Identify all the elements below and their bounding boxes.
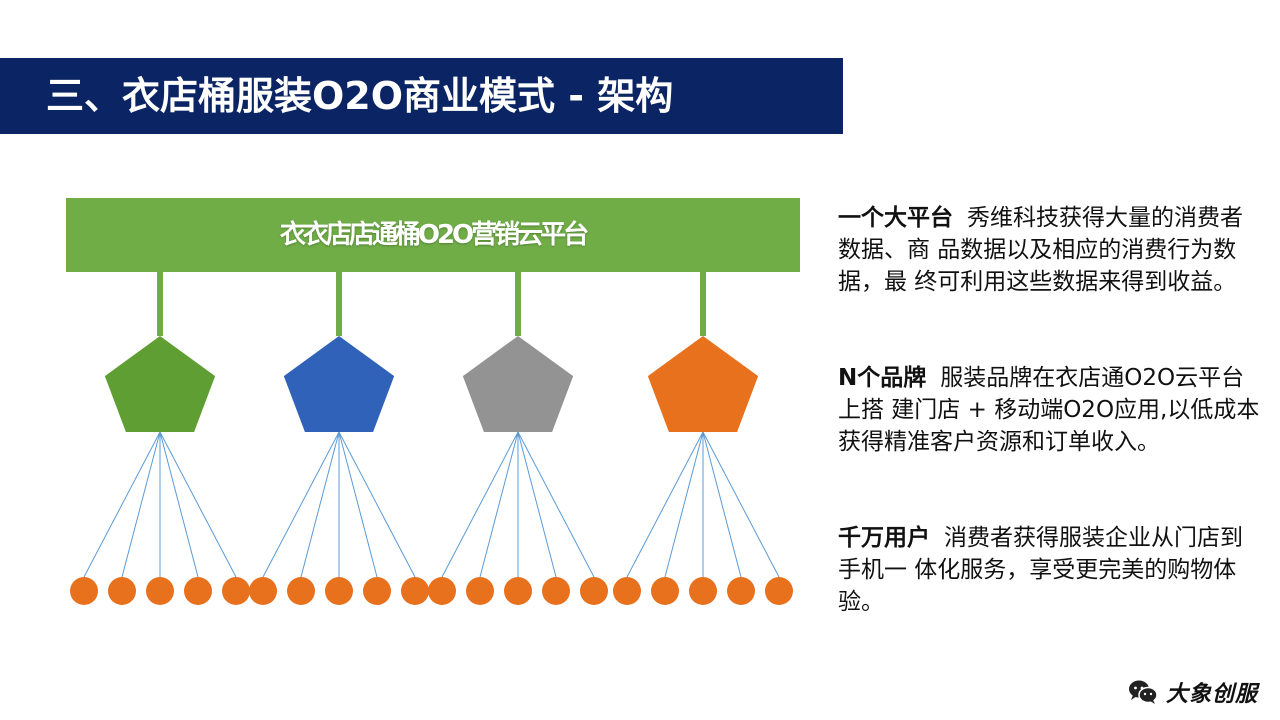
logo-text: 大象创服: [1166, 681, 1259, 707]
user-node: [401, 577, 429, 605]
brand-user-link: [702, 431, 780, 578]
description-body: 秀维科技获得大量的消费者数据、商 品数据以及相应的消费行为数据，最 终可利用这些…: [838, 205, 1243, 295]
description-head: N个品牌: [838, 365, 927, 391]
brand-user-link: [479, 431, 519, 578]
platform-connectors: [157, 272, 706, 336]
user-node: [108, 577, 136, 605]
platform-connector: [336, 272, 342, 336]
brand-user-link: [159, 431, 237, 578]
brand-user-link: [441, 431, 519, 578]
platform-label: 衣衣店店通桶O2O营销云平台: [279, 220, 589, 250]
brand-user-link: [517, 431, 595, 578]
brand-user-links: [83, 431, 780, 578]
description-users: 千万用户消费者获得服装企业从门店到手机一 体化服务，享受更完美的购物体验。: [838, 522, 1263, 618]
user-node: [325, 577, 353, 605]
user-node: [651, 577, 679, 605]
user-node: [542, 577, 570, 605]
description-head: 一个大平台: [838, 205, 953, 231]
brand-node: [647, 336, 759, 432]
user-node: [70, 577, 98, 605]
user-node: [613, 577, 641, 605]
description-head: 千万用户: [838, 525, 930, 551]
brand-nodes: [104, 336, 759, 432]
brand-node: [283, 336, 395, 432]
description-platform: 一个大平台秀维科技获得大量的消费者数据、商 品数据以及相应的消费行为数据，最 终…: [838, 202, 1263, 298]
user-node: [184, 577, 212, 605]
title-bar: 三、衣店桶服装O2O商业模式 - 架构: [0, 58, 843, 134]
brand-user-link: [664, 431, 704, 578]
platform-bar: [66, 198, 800, 272]
user-nodes: [70, 577, 793, 605]
brand-user-link: [121, 431, 161, 578]
page-title: 三、衣店桶服装O2O商业模式 - 架构: [46, 74, 674, 118]
description-body: 服装品牌在衣店通O2O云平台上搭 建门店 + 移动端O2O应用,以低成本 获得精…: [838, 365, 1260, 455]
platform-connector: [700, 272, 706, 336]
wechat-icon: [1129, 680, 1158, 704]
user-node: [428, 577, 456, 605]
user-node: [765, 577, 793, 605]
brand-user-link: [262, 431, 340, 578]
brand-node: [104, 336, 216, 432]
brand-user-link: [300, 431, 340, 578]
brand-logo: 大象创服: [1128, 676, 1258, 708]
brand-user-link: [159, 431, 199, 578]
brand-user-link: [626, 431, 704, 578]
user-node: [466, 577, 494, 605]
description-brands: N个品牌服装品牌在衣店通O2O云平台上搭 建门店 + 移动端O2O应用,以低成本…: [838, 362, 1263, 458]
brand-node: [462, 336, 574, 432]
user-node: [727, 577, 755, 605]
user-node: [580, 577, 608, 605]
user-node: [504, 577, 532, 605]
brand-user-link: [338, 431, 416, 578]
brand-user-link: [338, 431, 378, 578]
brand-user-link: [517, 431, 557, 578]
brand-user-link: [83, 431, 161, 578]
platform-connector: [157, 272, 163, 336]
user-node: [249, 577, 277, 605]
brand-user-link: [702, 431, 742, 578]
user-node: [287, 577, 315, 605]
user-node: [363, 577, 391, 605]
description-body: 消费者获得服装企业从门店到手机一 体化服务，享受更完美的购物体验。: [838, 525, 1243, 615]
user-node: [222, 577, 250, 605]
user-node: [146, 577, 174, 605]
user-node: [689, 577, 717, 605]
platform-connector: [515, 272, 521, 336]
